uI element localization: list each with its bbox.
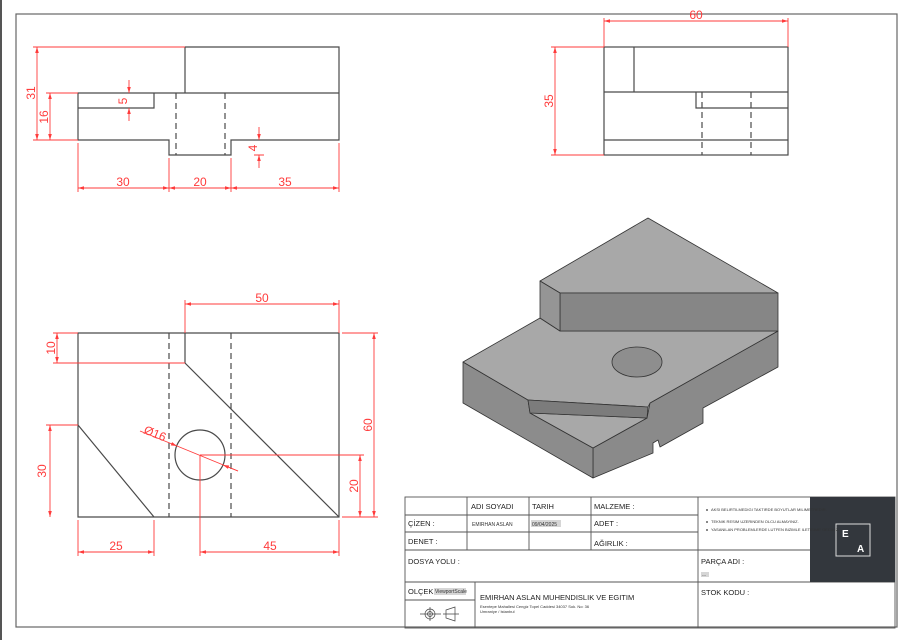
material-label: MALZEME : xyxy=(594,502,634,511)
notes-list: AKSI BELIRTILMEDIGI TAKTIRDE BOYUTLAR MI… xyxy=(706,507,839,532)
dim-31: 31 xyxy=(24,86,38,100)
dim-35: 35 xyxy=(278,175,292,189)
dim-30: 30 xyxy=(35,464,49,478)
file-path-label: DOSYA YOLU : xyxy=(408,557,460,566)
dim-60: 60 xyxy=(361,418,375,432)
address-line-1: Esentepe Mahallesi Cengiz Topel Caddesi … xyxy=(480,604,590,609)
drawing-frame xyxy=(15,13,898,628)
weight-label: AĞIRLIK : xyxy=(594,539,628,548)
header-date: TARIH xyxy=(532,502,554,511)
note-3: YASANILAN PROBLEMLERDE LUTFEN BIZIMLE IL… xyxy=(711,527,839,532)
dim-5: 5 xyxy=(116,97,130,104)
dim-25: 25 xyxy=(109,539,123,553)
side-view: 60 35 xyxy=(542,8,789,156)
front-dimensions: 31 16 5 4 30 20 35 xyxy=(24,46,340,192)
dim-4: 4 xyxy=(246,144,260,151)
part-name-value: --- xyxy=(702,572,707,577)
quantity-label: ADET : xyxy=(594,519,618,528)
part-name-label: PARÇA ADI : xyxy=(701,557,744,566)
dim-60-width: 60 xyxy=(689,8,703,22)
dim-20: 20 xyxy=(193,175,207,189)
top-view: 50 10 60 30 20 25 45 Ø16 xyxy=(35,291,378,556)
dim-16: 16 xyxy=(37,110,51,124)
logo-box xyxy=(810,497,895,582)
drawn-name: EMIRHAN ASLAN xyxy=(472,522,513,528)
title-block: E A ADI SOYADI TARIH MALZEME : ÇİZEN : E… xyxy=(404,496,896,629)
dim-35: 35 xyxy=(542,94,556,108)
header-name: ADI SOYADI xyxy=(471,502,513,511)
dim-20: 20 xyxy=(347,479,361,493)
front-view: 31 16 5 4 30 20 35 xyxy=(24,46,340,192)
logo-letter-e: E xyxy=(842,529,849,540)
note-2: TEKNIK RESIM UZERINDEN OLCU ALMAYINIZ. xyxy=(711,519,799,524)
drawn-date: 09/04/2025 xyxy=(532,522,557,528)
checked-label: DENET : xyxy=(408,537,437,546)
address-line-2: Umraniye / Istanbul xyxy=(480,609,515,614)
company-name: EMIRHAN ASLAN MUHENDISLIK VE EGITIM xyxy=(480,593,634,602)
drawn-label: ÇİZEN : xyxy=(408,519,435,528)
note-1: AKSI BELIRTILMEDIGI TAKTIRDE BOYUTLAR MI… xyxy=(711,507,827,512)
isometric-view xyxy=(462,217,779,479)
projection-symbol-icon xyxy=(420,606,459,622)
stock-code-label: STOK KODU : xyxy=(701,588,749,597)
dim-30: 30 xyxy=(116,175,130,189)
dim-10: 10 xyxy=(44,341,58,355)
dim-50: 50 xyxy=(255,291,269,305)
dim-45: 45 xyxy=(263,539,277,553)
scale-value: ViewportScale xyxy=(435,589,467,595)
logo-frame xyxy=(835,523,871,557)
logo-letter-a: A xyxy=(857,544,864,555)
scale-label: OLÇEK : xyxy=(408,587,438,596)
